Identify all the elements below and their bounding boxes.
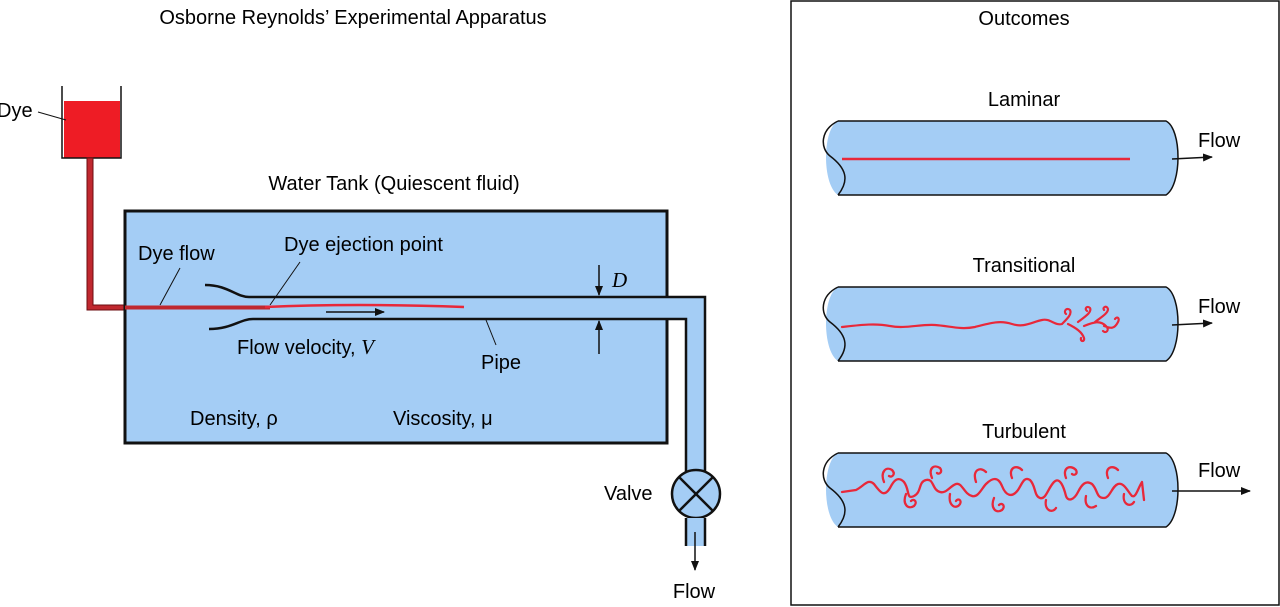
diameter-label: D [611, 268, 627, 292]
laminar-flow-label: Flow [1198, 130, 1241, 152]
pipe-upper-wall [204, 283, 707, 474]
transitional-pipe [822, 286, 1179, 362]
dye-reservoir [61, 86, 122, 159]
pipe-leader [485, 319, 497, 346]
turbulent-pipe [822, 452, 1179, 528]
transitional-flow-arrow [1171, 319, 1213, 328]
apparatus-title: Osborne Reynolds’ Experimental Apparatus [159, 7, 546, 29]
transitional-label: Transitional [973, 255, 1076, 277]
pipe-label: Pipe [481, 352, 521, 374]
velocity-label: Flow velocity, V [237, 335, 376, 359]
water-tank [123, 209, 669, 445]
dye-flow-leader [159, 267, 181, 306]
turbulent-flow-label: Flow [1198, 460, 1241, 482]
viscosity-label: Viscosity, μ [393, 408, 493, 430]
dye-streak [264, 303, 465, 309]
dye-label: Dye [0, 100, 33, 122]
outcomes-title: Outcomes [978, 8, 1069, 30]
outlet-flow-label: Flow [673, 581, 716, 603]
turbulent-dye-streak [840, 465, 1146, 513]
dye-leader-line [37, 111, 67, 121]
dye-flow-label: Dye flow [138, 243, 215, 265]
valve-label: Valve [604, 483, 653, 505]
tank-label: Water Tank (Quiescent fluid) [268, 173, 519, 195]
pipe-exit-fill [660, 298, 705, 470]
valve-icon [670, 468, 722, 520]
laminar-flow-arrow [1171, 153, 1213, 162]
pipe-lower-wall [208, 317, 688, 474]
laminar-label: Laminar [988, 89, 1061, 111]
turbulent-label: Turbulent [982, 421, 1066, 443]
density-label: Density, ρ [190, 408, 278, 430]
transitional-flow-label: Flow [1198, 296, 1241, 318]
transitional-dye-streak [840, 305, 1120, 343]
ejection-leader [269, 261, 301, 306]
ejection-label: Dye ejection point [284, 234, 443, 256]
